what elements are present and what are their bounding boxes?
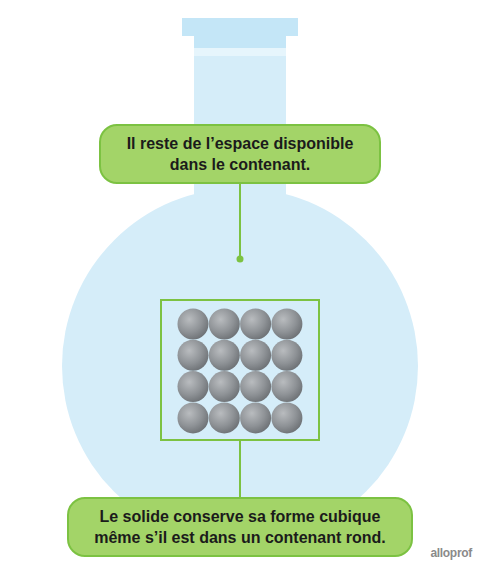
watermark: alloprof xyxy=(430,546,472,560)
callout-text: Le solide conserve sa forme cubique même… xyxy=(83,506,397,548)
particle xyxy=(209,371,240,402)
callout-text: Il reste de l’espace disponible dans le … xyxy=(115,133,365,175)
particle xyxy=(271,402,302,433)
particle xyxy=(178,371,209,402)
solid-particles xyxy=(178,309,303,434)
particle xyxy=(271,340,302,371)
particle xyxy=(178,340,209,371)
callout-bubble: Il reste de l’espace disponible dans le … xyxy=(99,124,381,184)
leader-line xyxy=(239,441,241,497)
particle xyxy=(178,309,209,340)
particle xyxy=(240,340,271,371)
flask-stopper xyxy=(182,18,298,48)
particle xyxy=(178,402,209,433)
leader-line xyxy=(239,184,241,256)
callout-bubble: Le solide conserve sa forme cubique même… xyxy=(67,497,413,557)
leader-dot xyxy=(237,256,244,263)
particle xyxy=(240,371,271,402)
particle xyxy=(209,309,240,340)
particle xyxy=(209,402,240,433)
stopper-edge xyxy=(194,48,286,56)
particle xyxy=(240,402,271,433)
particle xyxy=(209,340,240,371)
particle xyxy=(271,309,302,340)
particle xyxy=(271,371,302,402)
solid-frame xyxy=(161,300,319,440)
particle xyxy=(240,309,271,340)
